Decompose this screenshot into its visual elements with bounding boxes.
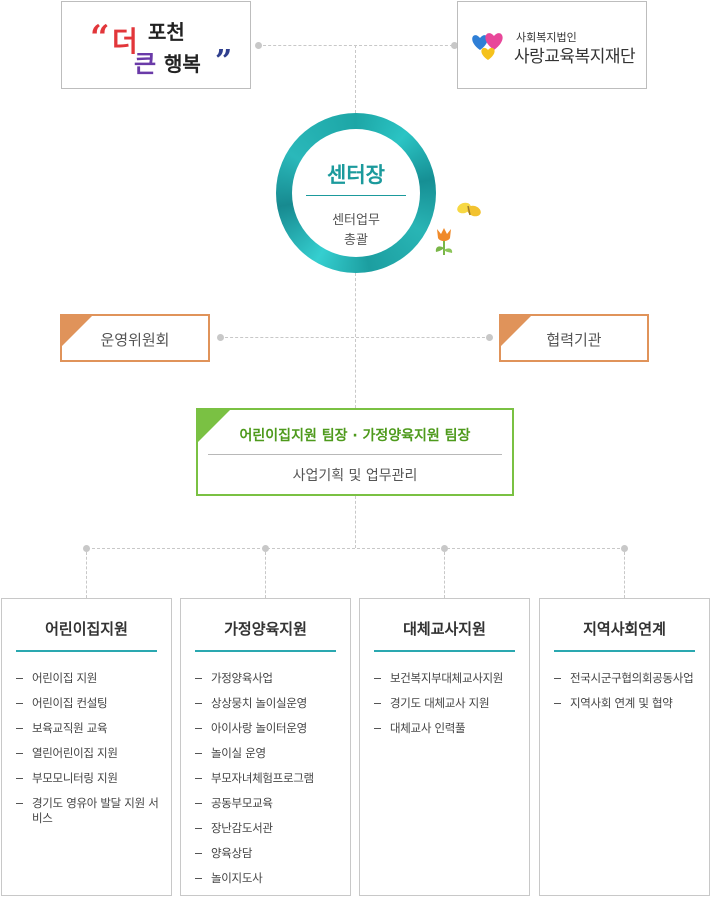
director-desc-line1: 센터업무	[292, 211, 420, 231]
dept-title: 가정양육지원	[181, 618, 350, 639]
tulip-icon	[432, 226, 456, 256]
trunk-line-top	[355, 45, 356, 113]
dept-task-list: 보건복지부대체교사지원 경기도 대체교사 지원 대체교사 인력풀	[374, 671, 521, 746]
list-item: 보육교직원 교육	[16, 721, 163, 736]
list-item: 양육상담	[195, 846, 342, 861]
dept-dot-2	[262, 545, 269, 552]
dept-drop-1	[86, 552, 87, 598]
dept-drop-3	[444, 552, 445, 598]
list-item: 가정양육사업	[195, 671, 342, 686]
list-item: 대체교사 인력풀	[374, 721, 521, 736]
pocheon-logo: “ 더 포천 큰 행복 ”	[90, 14, 230, 78]
director-divider	[306, 195, 406, 196]
connector-dot-left	[255, 42, 262, 49]
logo-haengbok: 행복	[164, 48, 201, 77]
dept-divider	[16, 650, 157, 652]
logo-pocheon: 포천	[148, 16, 185, 45]
side-dot-left	[217, 334, 224, 341]
team-leader-title: 어린이집지원 팀장 · 가정양육지원 팀장	[198, 425, 512, 445]
director-desc-line2: 총괄	[292, 231, 420, 251]
director-node: 센터장 센터업무 총괄	[276, 113, 436, 273]
partner-institutions-box: 협력기관	[499, 314, 649, 362]
dept-dot-1	[83, 545, 90, 552]
team-divider	[208, 454, 502, 455]
logo-quote-close: ”	[215, 44, 232, 79]
logo-connector-line	[258, 45, 458, 46]
butterfly-icon	[456, 200, 482, 220]
list-item: 상상뭉치 놀이실운영	[195, 696, 342, 711]
director-title: 센터장	[292, 159, 420, 189]
director-description: 센터업무 총괄	[292, 211, 420, 251]
list-item: 장난감도서관	[195, 821, 342, 836]
dept-divider	[374, 650, 515, 652]
list-item: 놀이실 운영	[195, 746, 342, 761]
dept-task-list: 가정양육사업 상상뭉치 놀이실운영 아이사랑 놀이터운영 놀이실 운영 부모자녀…	[195, 671, 342, 896]
trunk-line-bottom	[355, 496, 356, 548]
sarang-foundation-logo-box: 사회복지법인 사랑교육복지재단	[457, 1, 647, 89]
dept-childcare-support: 어린이집지원 어린이집 지원 어린이집 컨설팅 보육교직원 교육 열린어린이집 …	[1, 598, 172, 896]
dept-title: 대체교사지원	[360, 618, 529, 639]
list-item: 보건복지부대체교사지원	[374, 671, 521, 686]
list-item: 열린어린이집 지원	[16, 746, 163, 761]
list-item: 놀이지도사	[195, 871, 342, 886]
dept-title: 지역사회연계	[540, 618, 709, 639]
list-item: 지역사회 연계 및 협약	[554, 696, 701, 711]
hearts-logo-icon	[470, 26, 510, 66]
list-item: 아이사랑 놀이터운영	[195, 721, 342, 736]
list-item: 전국시군구협의회공동사업	[554, 671, 701, 686]
logo-quote-open: “	[90, 18, 110, 58]
foundation-name: 사랑교육복지재단	[514, 42, 635, 67]
dept-dot-3	[441, 545, 448, 552]
dept-drop-2	[265, 552, 266, 598]
dept-task-list: 어린이집 지원 어린이집 컨설팅 보육교직원 교육 열린어린이집 지원 부모모니…	[16, 671, 163, 836]
operating-committee-label: 운영위원회	[62, 329, 208, 350]
operating-committee-box: 운영위원회	[60, 314, 210, 362]
dept-dot-4	[621, 545, 628, 552]
partner-institutions-label: 협력기관	[501, 329, 647, 350]
dept-connector-line	[87, 548, 625, 549]
list-item: 부모자녀체험프로그램	[195, 771, 342, 786]
list-item: 부모모니터링 지원	[16, 771, 163, 786]
list-item: 어린이집 컨설팅	[16, 696, 163, 711]
list-item: 경기도 대체교사 지원	[374, 696, 521, 711]
dept-community-linkage: 지역사회연계 전국시군구협의회공동사업 지역사회 연계 및 협약	[539, 598, 710, 896]
dept-title: 어린이집지원	[2, 618, 171, 639]
trunk-line-mid	[355, 273, 356, 408]
dept-substitute-teacher-support: 대체교사지원 보건복지부대체교사지원 경기도 대체교사 지원 대체교사 인력풀	[359, 598, 530, 896]
list-item: 경기도 영유아 발달 지원 서비스	[16, 796, 163, 826]
list-item: 어린이집 지원	[16, 671, 163, 686]
list-item: 공동부모교육	[195, 796, 342, 811]
side-dot-right	[486, 334, 493, 341]
director-node-inner: 센터장 센터업무 총괄	[292, 129, 420, 257]
team-leader-description: 사업기획 및 업무관리	[198, 465, 512, 485]
logo-keun: 큰	[134, 44, 156, 79]
team-leader-box: 어린이집지원 팀장 · 가정양육지원 팀장 사업기획 및 업무관리	[196, 408, 514, 496]
pocheon-logo-box: “ 더 포천 큰 행복 ”	[61, 1, 251, 89]
dept-task-list: 전국시군구협의회공동사업 지역사회 연계 및 협약	[554, 671, 701, 721]
dept-divider	[554, 650, 695, 652]
side-connector-line	[220, 337, 490, 338]
dept-drop-4	[624, 552, 625, 598]
dept-divider	[195, 650, 336, 652]
dept-home-parenting-support: 가정양육지원 가정양육사업 상상뭉치 놀이실운영 아이사랑 놀이터운영 놀이실 …	[180, 598, 351, 896]
